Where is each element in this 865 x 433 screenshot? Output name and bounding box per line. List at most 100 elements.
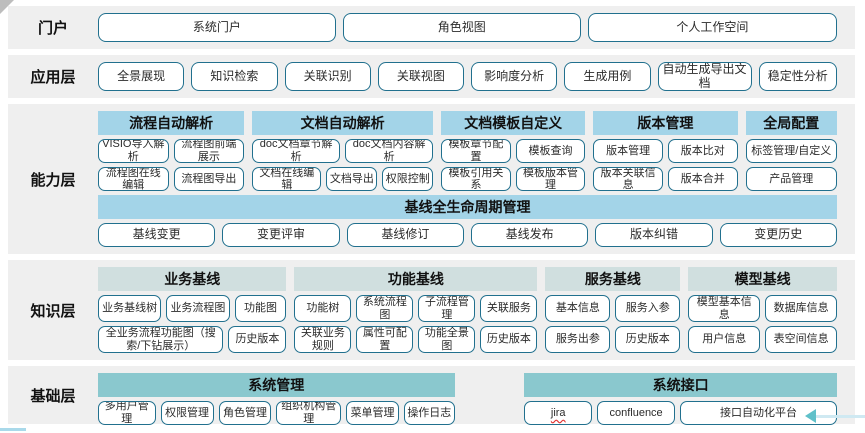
diagram-box: 模型基本信息: [688, 295, 761, 322]
box-label: 关联视图: [396, 68, 445, 83]
layer-label-knowledge: 知识层: [30, 302, 76, 320]
box-label: 数据库信息: [773, 302, 829, 315]
flow-arrow-icon: [805, 409, 865, 423]
group-3: 模型基线模型基本信息数据库信息用户信息表空间信息: [688, 267, 838, 353]
group-title: 模型基线: [688, 267, 838, 291]
diagram-box: 业务流程图: [166, 295, 230, 322]
box-label: 稳定性分析: [767, 68, 828, 83]
button-row: 功能树系统流程图子流程管理关联服务: [294, 295, 538, 322]
diagram-box: 模板章节配置: [441, 139, 511, 164]
diagram-box: 系统流程图: [356, 295, 414, 322]
box-label: 个人工作空间: [676, 19, 749, 34]
diagram-box: 属性可配置: [356, 326, 414, 353]
diagram-box: 影响度分析: [471, 62, 558, 91]
box-label: 系统流程图: [362, 295, 407, 321]
button-row: 模型基本信息 数据库信息: [688, 295, 838, 322]
layer-content: 业务基线业务基线树业务流程图功能图全业务流程功能图（搜索/下钻展示）历史版本功能…: [98, 260, 855, 360]
group-0: 业务基线业务基线树业务流程图功能图全业务流程功能图（搜索/下钻展示）历史版本: [98, 267, 287, 353]
box-label: 基线发布: [505, 227, 554, 242]
box-label: 历史版本: [486, 333, 531, 346]
arrow-left-icon: [805, 409, 816, 423]
diagram-box: 版本关联信息: [593, 167, 663, 192]
diagram-box: 版本管理: [593, 139, 663, 164]
group-4: 全局配置标签管理/自定义产品管理: [745, 111, 837, 192]
layer-app: 应用层全景展现知识检索关联识别关联视图影响度分析生成用例自动生成导出文档稳定性分…: [8, 55, 855, 98]
box-label: 权限控制: [385, 172, 430, 185]
diagram-box: 历史版本: [480, 326, 538, 353]
diagram-box: 知识检索: [191, 62, 278, 91]
diagram-box: 基本信息: [545, 295, 611, 322]
box-label: 影响度分析: [484, 68, 545, 83]
group-title: 系统管理: [98, 373, 455, 397]
layer-portal: 门户 系统门户角色视图个人工作空间: [8, 6, 855, 49]
corner-fold-icon: [0, 0, 14, 14]
box-label: 关联识别: [303, 68, 352, 83]
diagram-box: 数据库信息: [765, 295, 838, 322]
diagram-box: 表空间信息: [765, 326, 838, 353]
box-label: 产品管理: [769, 172, 814, 185]
sub-group-title: 基线全生命周期管理: [98, 195, 837, 220]
box-label: 接口自动化平台: [720, 406, 798, 419]
button-row: 服务出参历史版本: [545, 326, 681, 353]
diagram-box: 版本比对: [667, 139, 738, 164]
box-label: 业务基线树: [102, 302, 158, 315]
box-label: 组织机构管理: [281, 401, 337, 425]
bottom-edge-accent: [0, 428, 26, 431]
diagram-box: 关联服务: [480, 295, 538, 322]
button-row: 文档在线编辑文档导出权限控制: [252, 167, 434, 192]
box-label: 表空间信息: [773, 333, 829, 346]
layer-content: 系统门户角色视图个人工作空间: [98, 6, 855, 49]
diagram-box: 标签管理/自定义: [745, 139, 837, 164]
diagram-box: doc文档章节解析: [252, 139, 341, 164]
box-label: 系统门户: [192, 19, 241, 34]
box-label: 基线修订: [381, 227, 430, 242]
diagram-box: 自动生成导出文档: [657, 62, 752, 91]
diagram-box: 版本合并: [667, 167, 738, 192]
box-label: 模板查询: [528, 144, 573, 157]
groups-row: 业务基线业务基线树业务流程图功能图全业务流程功能图（搜索/下钻展示）历史版本功能…: [98, 267, 838, 353]
layer-label-portal: 门户: [37, 20, 68, 37]
group-title: 功能基线: [294, 267, 538, 291]
layer-label-app: 应用层: [30, 69, 76, 86]
box-label: 模型基本信息: [696, 295, 752, 321]
diagram-box: 关联业务规则: [294, 326, 352, 353]
diagram-box: 关联视图: [377, 62, 464, 91]
box-label: 模板引用关系: [448, 167, 504, 192]
group-2: 服务基线基本信息服务入参服务出参历史版本: [545, 267, 681, 353]
diagram-box: 业务基线树: [98, 295, 162, 322]
diagram-box: 个人工作空间: [587, 13, 838, 42]
button-row: 基线变更变更评审基线修订基线发布版本纠错变更历史: [98, 223, 837, 248]
box-label: 基本信息: [555, 302, 600, 315]
box-label: 历史版本: [235, 333, 280, 346]
button-row: 版本管理 版本比对: [593, 139, 738, 164]
box-label: 版本纠错: [629, 227, 678, 242]
group-title: 业务基线: [98, 267, 287, 291]
button-row: 版本关联信息版本合并: [593, 167, 738, 192]
diagram-box: 文档在线编辑: [252, 167, 322, 192]
box-label: 版本比对: [680, 144, 725, 157]
box-label: 流程图在线编辑: [105, 167, 161, 192]
button-row: 业务基线树业务流程图功能图: [98, 295, 287, 322]
button-row: 标签管理/自定义: [745, 139, 837, 164]
box-label: 菜单管理: [350, 406, 395, 419]
box-label: 属性可配置: [362, 326, 407, 352]
group-title: 全局配置: [745, 111, 837, 135]
box-label: 多用户管理: [104, 401, 149, 425]
diagram-box: 历史版本: [615, 326, 681, 353]
group-0: 系统管理多用户管理权限管理角色管理组织机构管理菜单管理操作日志: [98, 373, 455, 425]
box-label: doc文档内容解析: [352, 139, 426, 164]
button-row: 产品管理: [745, 167, 837, 192]
diagram-box: 多用户管理: [98, 401, 156, 425]
diagram-box: 产品管理: [745, 167, 837, 192]
box-label: jira: [550, 406, 566, 419]
diagram-box: VISIO导入解析: [98, 139, 169, 164]
box-label: 流程图导出: [181, 172, 237, 185]
box-label: 业务流程图: [170, 302, 226, 315]
button-row: 全业务流程功能图（搜索/下钻展示）历史版本: [98, 326, 287, 353]
diagram-box: 模板版本管理: [515, 167, 586, 192]
box-label: 变更评审: [256, 227, 305, 242]
